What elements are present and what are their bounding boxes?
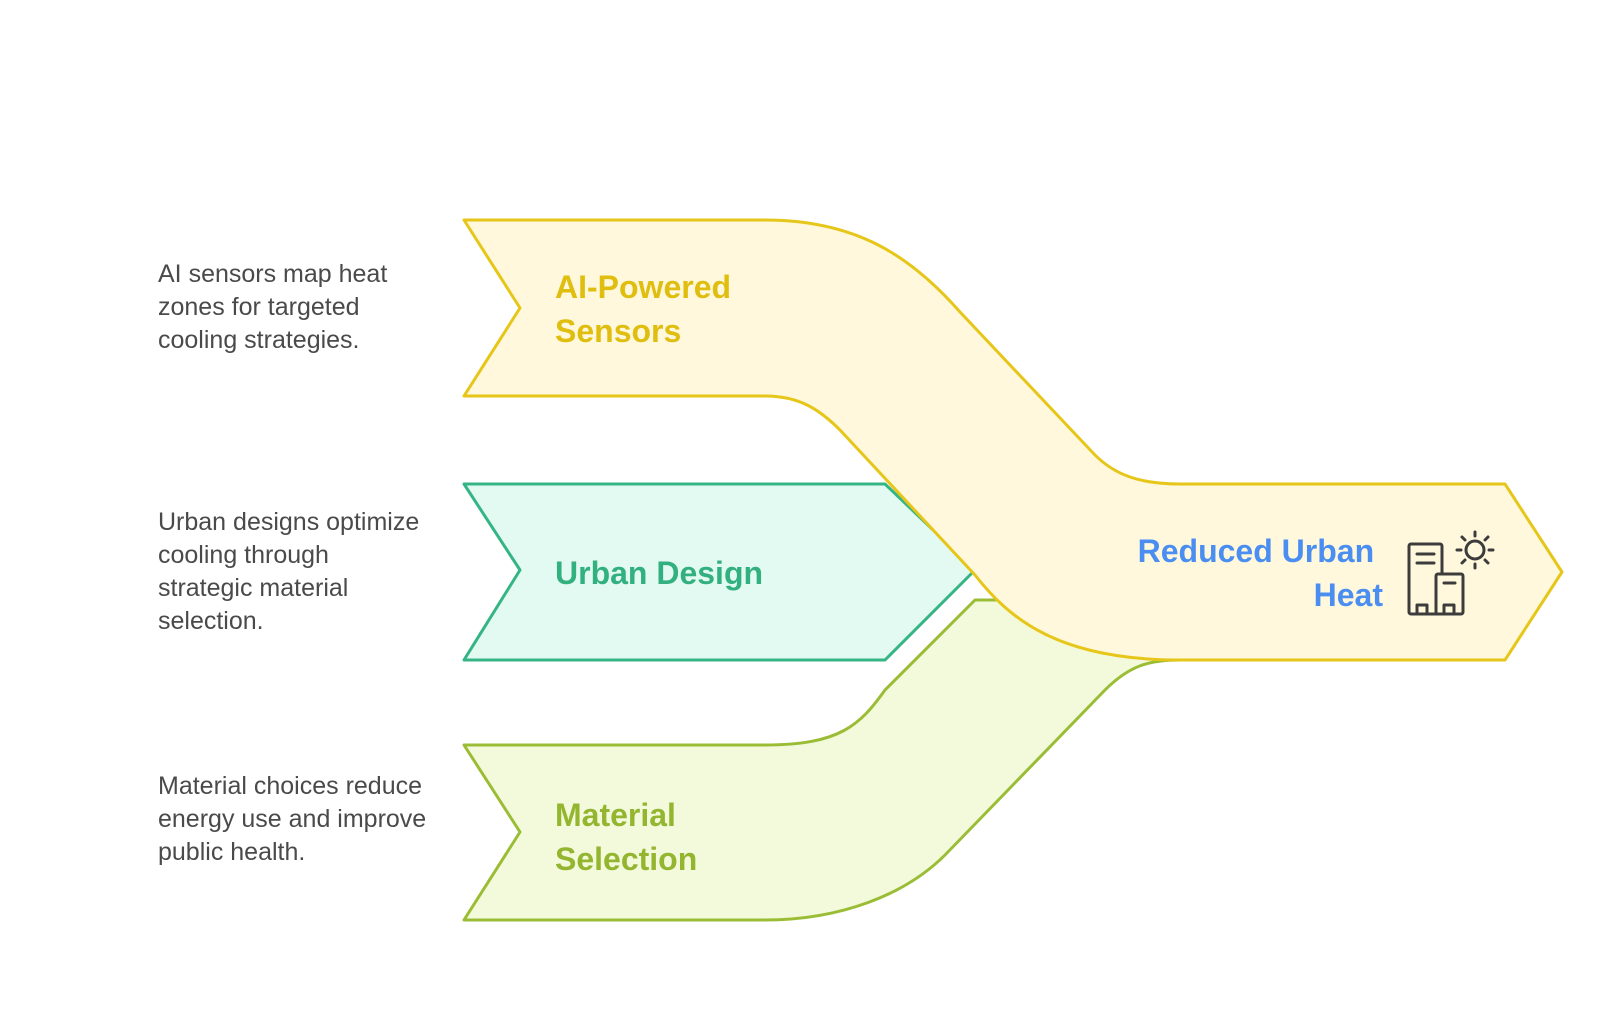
- sensors-description: AI sensors map heat zones for targeted c…: [158, 260, 388, 354]
- door-shape: [1415, 603, 1429, 616]
- material-selection-label-line: Selection: [555, 841, 697, 877]
- material-selection-label: Material Selection: [555, 797, 697, 877]
- sensors-to-outcome-arrow: [462, 218, 1564, 662]
- sun-ray: [1483, 535, 1490, 542]
- outcome-label-line: Reduced Urban: [1138, 533, 1374, 569]
- material-selection-arrow: [462, 598, 1182, 922]
- material-selection-description: Material choices reduce energy use and i…: [158, 772, 427, 866]
- material-selection-label-line: Material: [555, 797, 676, 833]
- urban-design-label: Urban Design: [555, 555, 763, 591]
- sun-ray: [1483, 558, 1490, 565]
- sensors-label: AI-Powered Sensors: [555, 269, 740, 349]
- urban-design-arrow: [462, 482, 977, 662]
- outcome-label: Reduced Urban Heat: [1138, 533, 1384, 613]
- urban-design-label-line: Urban Design: [555, 555, 763, 591]
- door-shape: [1442, 603, 1456, 616]
- sun-ray: [1460, 558, 1467, 565]
- city-sun-icon: [1407, 530, 1495, 616]
- sensors-label-line: Sensors: [555, 313, 681, 349]
- urban-design-description: Urban designs optimize cooling through s…: [158, 508, 420, 635]
- outcome-label-line: Heat: [1314, 577, 1384, 613]
- short-building-shape: [1434, 572, 1465, 616]
- sun-ray: [1460, 535, 1467, 542]
- sun-shape: [1464, 539, 1486, 561]
- sensors-label-line: AI-Powered: [555, 269, 731, 305]
